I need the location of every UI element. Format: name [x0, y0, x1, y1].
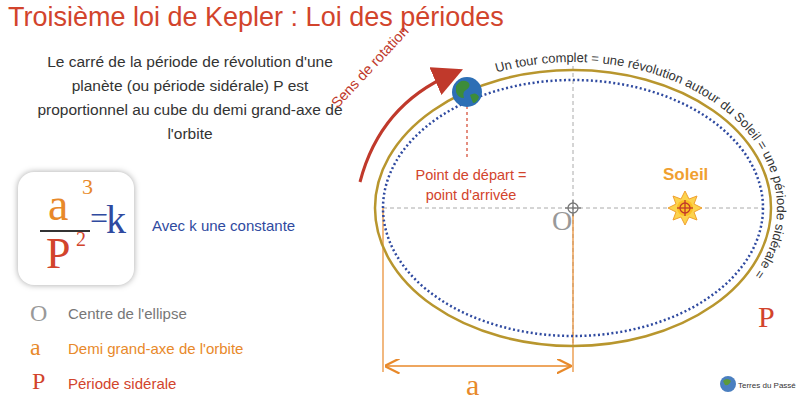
legend-text: Centre de l'ellipse — [68, 305, 187, 322]
formula-part: = — [90, 200, 108, 237]
legend-symbol: P — [32, 368, 45, 395]
svg-text:Un tour complet = une révoluti: Un tour complet = une révolution autour … — [493, 50, 789, 282]
formula-part: 3 — [82, 174, 93, 200]
start-label: Point de départ = point d'arrivée — [408, 165, 534, 205]
legend-symbol: a — [30, 334, 41, 361]
dimension-label: a — [466, 368, 479, 400]
law-statement: Le carré de la période de révolution d'u… — [30, 50, 350, 146]
formula-part: k — [106, 196, 126, 243]
formula-part: 2 — [76, 228, 86, 251]
sun-label: Soleil — [663, 165, 708, 185]
formula-part: a — [48, 178, 68, 231]
period-symbol: P — [758, 300, 775, 334]
constant-note: Avec k une constante — [152, 217, 295, 234]
formula-box: a3P2=k — [18, 172, 134, 285]
legend-symbol: O — [30, 300, 47, 327]
center-label: O — [552, 205, 572, 237]
rotation-label: Sens de rotation — [328, 23, 412, 111]
orbit-caption: Un tour complet = une révolution autour … — [493, 50, 789, 282]
title: Troisième loi de Kepler : Loi des périod… — [8, 2, 504, 33]
formula-part: P — [46, 228, 70, 279]
watermark: Terres du Passé — [738, 381, 796, 390]
legend-text: Demi grand-axe de l'orbite — [68, 340, 243, 357]
legend-text: Période sidérale — [68, 375, 176, 392]
